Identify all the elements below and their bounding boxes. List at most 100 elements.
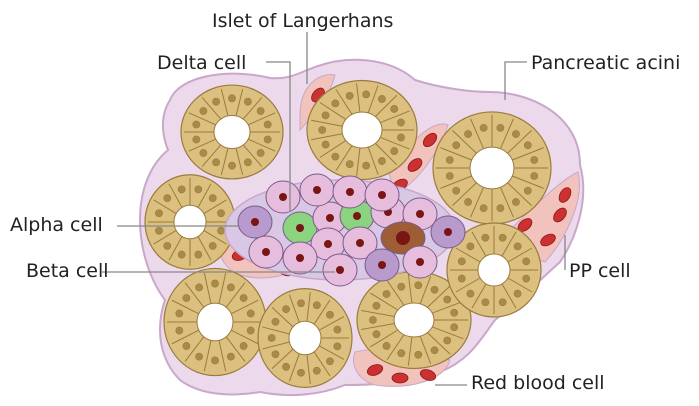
acinar-nucleus [334, 326, 341, 333]
label-alpha-cell: Alpha cell [10, 216, 103, 235]
acinar-nucleus [313, 367, 320, 374]
cell-nucleus [296, 224, 304, 232]
acinus-lumen [197, 303, 233, 341]
acinar-nucleus [176, 310, 183, 317]
acinar-nucleus [164, 242, 171, 249]
acinar-nucleus [524, 187, 531, 194]
acinar-nucleus [363, 91, 370, 98]
acinar-nucleus [383, 290, 390, 297]
acinar-nucleus [200, 149, 207, 156]
cell-nucleus [336, 266, 344, 274]
acinar-nucleus [183, 294, 190, 301]
acinar-nucleus [282, 306, 289, 313]
cell-nucleus [313, 186, 321, 194]
acinar-nucleus [497, 205, 504, 212]
cell-nucleus [356, 239, 364, 247]
acinar-nucleus [398, 283, 405, 290]
acinar-nucleus [211, 357, 218, 364]
acinar-nucleus [282, 363, 289, 370]
acinar-nucleus [244, 98, 251, 105]
label-red-blood-cell: Red blood cell [471, 374, 605, 393]
acinar-nucleus [272, 318, 279, 325]
cell-nucleus [378, 261, 386, 269]
acinar-nucleus [373, 331, 380, 338]
acinar-nucleus [247, 327, 254, 334]
label-beta-cell: Beta cell [26, 262, 109, 281]
acinar-nucleus [227, 353, 234, 360]
acinar-nucleus [446, 156, 453, 163]
label-pp-cell: PP cell [569, 262, 631, 281]
acinar-nucleus [451, 324, 458, 331]
acinar-nucleus [458, 258, 465, 265]
cell-nucleus [396, 231, 410, 245]
acinar-nucleus [446, 172, 453, 179]
acinar-nucleus [313, 302, 320, 309]
acinar-nucleus [451, 309, 458, 316]
acinar-nucleus [497, 124, 504, 131]
acinar-nucleus [346, 161, 353, 168]
cell-nucleus [378, 191, 386, 199]
acinar-nucleus [514, 243, 521, 250]
acinus-lumen [478, 254, 510, 286]
red-blood-cell [392, 373, 408, 383]
cell-nucleus [353, 212, 361, 220]
acinar-nucleus [193, 136, 200, 143]
acinar-nucleus [217, 227, 224, 234]
cell-nucleus [444, 228, 452, 236]
acinar-nucleus [209, 195, 216, 202]
acinar-nucleus [524, 142, 531, 149]
acinar-nucleus [397, 119, 404, 126]
acinar-nucleus [227, 284, 234, 291]
cell-nucleus [262, 248, 270, 256]
acinar-nucleus [467, 243, 474, 250]
acinar-nucleus [415, 282, 422, 289]
pancreatic-acinus [433, 112, 551, 224]
cell-nucleus [279, 193, 287, 201]
acinar-nucleus [480, 205, 487, 212]
acinar-nucleus [464, 130, 471, 137]
cell-nucleus [296, 254, 304, 262]
acinar-nucleus [431, 286, 438, 293]
acinar-nucleus [514, 290, 521, 297]
acinar-nucleus [346, 92, 353, 99]
acinar-nucleus [213, 98, 220, 105]
acinar-nucleus [178, 186, 185, 193]
acinus-lumen [174, 205, 206, 239]
acinar-nucleus [183, 342, 190, 349]
acinus-lumen [470, 147, 514, 189]
acinus-lumen [289, 321, 321, 355]
pancreatic-acinus [307, 81, 417, 180]
acinar-nucleus [211, 280, 218, 287]
pancreatic-acinus [258, 289, 352, 388]
acinar-nucleus [217, 210, 224, 217]
acinar-nucleus [319, 126, 326, 133]
acinar-nucleus [257, 149, 264, 156]
acinar-nucleus [444, 296, 451, 303]
acinar-nucleus [240, 342, 247, 349]
acinar-nucleus [499, 299, 506, 306]
acinar-nucleus [431, 347, 438, 354]
acinar-nucleus [512, 130, 519, 137]
acinar-nucleus [453, 142, 460, 149]
pancreatic-acinus [145, 175, 235, 270]
acinar-nucleus [196, 284, 203, 291]
acinar-nucleus [363, 162, 370, 169]
acinar-nucleus [482, 299, 489, 306]
acinar-nucleus [415, 351, 422, 358]
acinar-nucleus [464, 198, 471, 205]
acinar-nucleus [213, 159, 220, 166]
acinar-nucleus [369, 316, 376, 323]
acinar-nucleus [383, 342, 390, 349]
acinar-nucleus [195, 186, 202, 193]
acinar-nucleus [257, 107, 264, 114]
acinar-nucleus [398, 350, 405, 357]
cell-nucleus [416, 210, 424, 218]
acinar-nucleus [200, 107, 207, 114]
acinar-nucleus [378, 157, 385, 164]
cell-nucleus [416, 258, 424, 266]
acinar-nucleus [297, 369, 304, 376]
acinar-nucleus [482, 234, 489, 241]
acinar-nucleus [322, 141, 329, 148]
acinar-nucleus [268, 334, 275, 341]
